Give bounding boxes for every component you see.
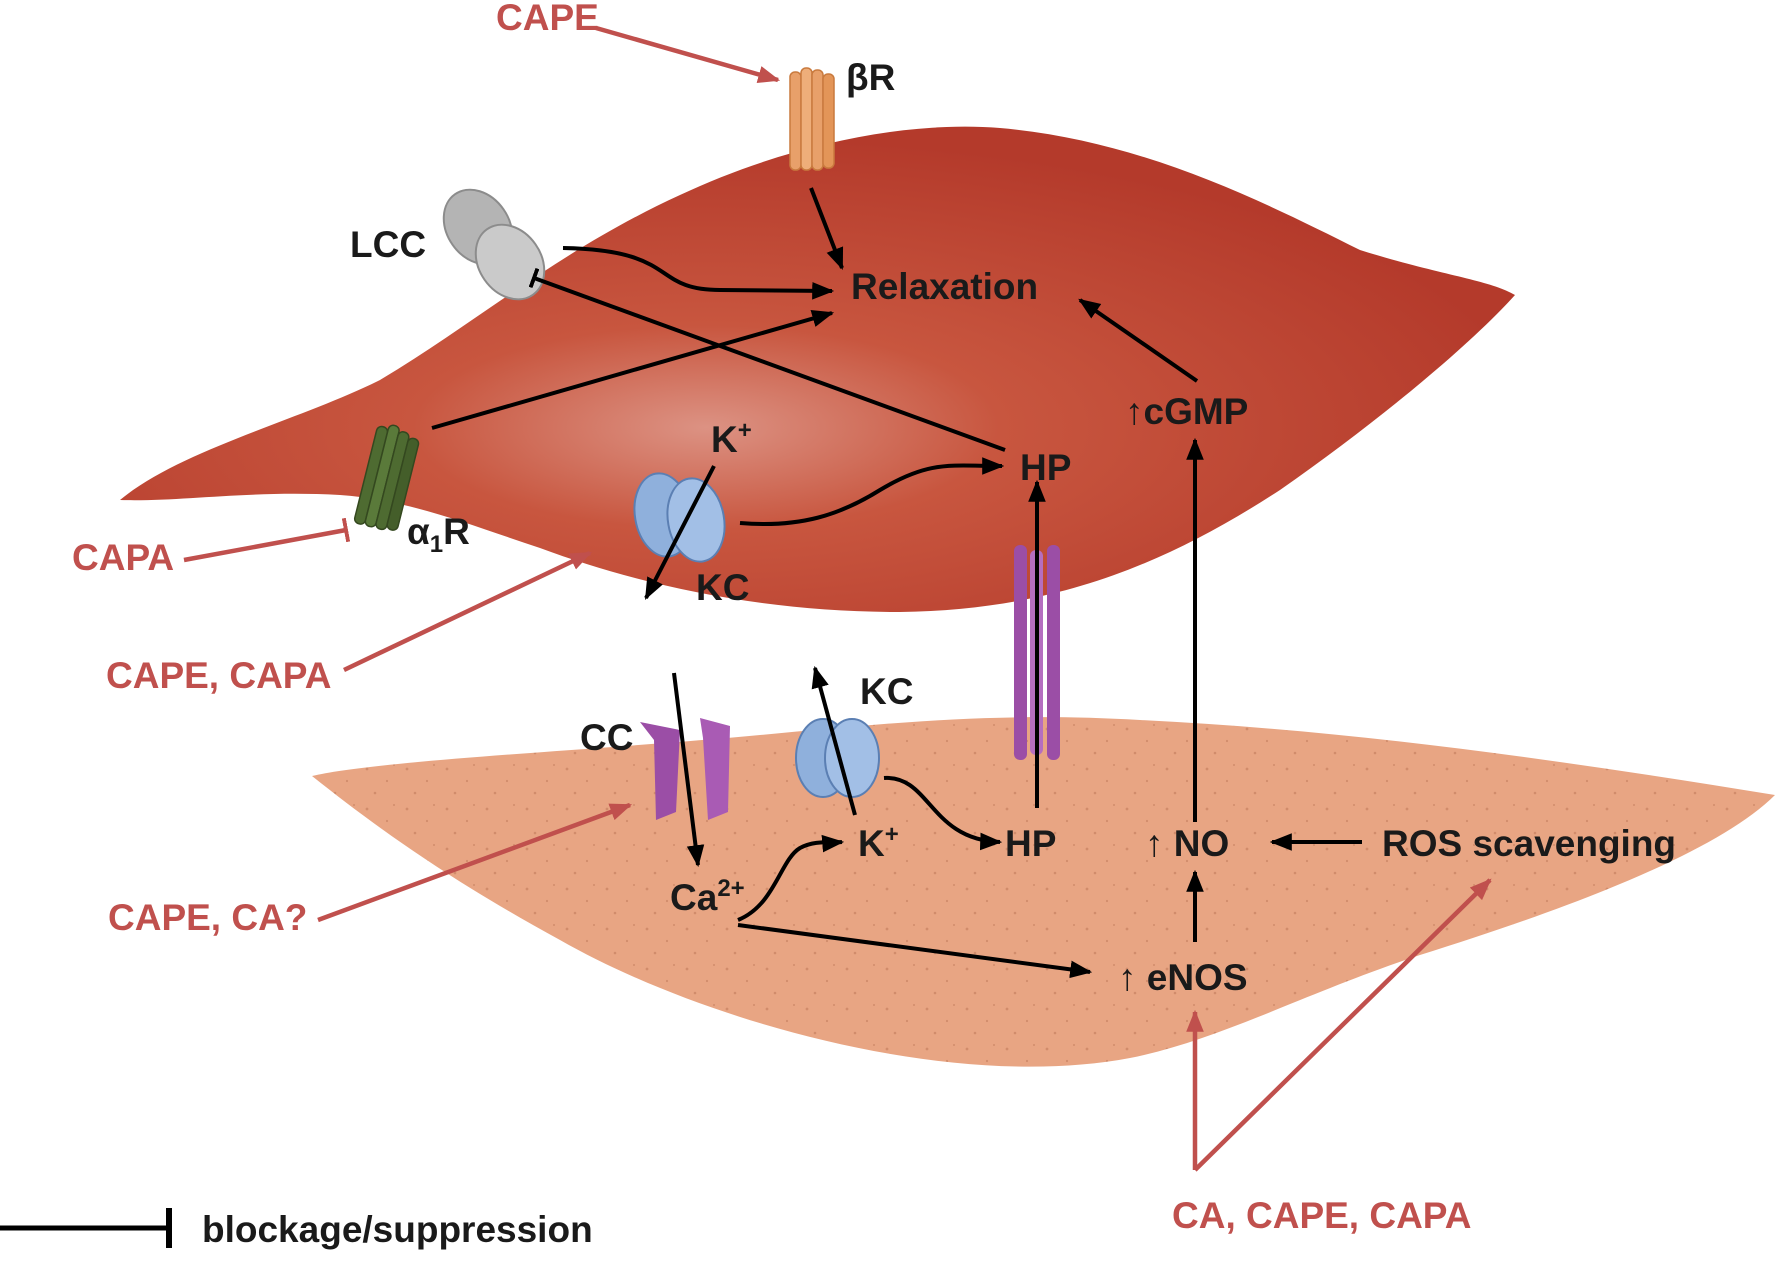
alpha1-receptor-icon [353,424,420,531]
drug-label-kc: CAPE, CAPA [106,655,331,696]
arrow-alpha1-to-relaxation [431,310,835,430]
beta-receptor-label: βR [846,57,895,98]
beta-receptor-icon [789,67,835,171]
l-type-calcium-channel-icon [442,188,546,301]
lcc-label: LCC [350,224,426,265]
arrow-lcc-to-relaxation [562,246,835,300]
drug-label-cc: CAPE, CA? [108,897,307,938]
arrow-cgmp-to-relaxation [1078,298,1199,383]
calcium-channel-icon [640,718,730,820]
drug-label-alpha1: CAPA [72,537,174,578]
arrow-cape-ca-to-cc [317,802,633,923]
enos-label: ↑ eNOS [1118,957,1248,998]
arrow-k-efflux-ec [811,665,857,816]
pathway-arrows [431,187,1362,979]
hp-ec-label: HP [1005,823,1056,864]
k-plus-smc-label: K+ [711,417,752,460]
drug-label-enos-ros: CA, CAPE, CAPA [1172,1195,1471,1236]
drug-labels: CAPE CAPA CAPE, CAPA CAPE, CA? CA, CAPE,… [72,0,1471,1236]
cc-label: CC [580,717,633,758]
legend: blockage/suppression [0,1208,593,1250]
hp-smc-label: HP [1020,447,1071,488]
kc-smc-label: KC [696,567,749,608]
arrow-kc-to-hp-ec [883,775,1003,851]
calcium-label: Ca2+ [670,875,745,918]
legend-blockage-label: blockage/suppression [202,1209,593,1250]
endothelial-cell [312,717,1775,1067]
potassium-channel-icon [795,718,880,798]
ros-scavenging-label: ROS scavenging [1382,823,1676,864]
cgmp-label: ↑cGMP [1125,391,1248,432]
alpha1-receptor-label: α1R [407,511,470,558]
blockage-capa-to-alpha1 [183,517,351,563]
drug-label-beta: CAPE [496,0,599,38]
pathway-labels: βR LCC Relaxation ↑cGMP K+ HP α1R KC CC … [350,57,1676,998]
arrow-ca-influx [672,672,705,868]
arrow-ca-to-enos [737,923,1093,979]
arrow-drugs-to-ros [1193,878,1492,1172]
arrow-kc-to-hp [739,457,1005,527]
relaxation-label: Relaxation [851,266,1038,307]
kc-ec-label: KC [860,671,913,712]
k-plus-ec-label: K+ [858,821,899,864]
blockage-hp-to-lcc [528,267,1006,452]
no-label: ↑ NO [1145,823,1229,864]
smooth-muscle-cell [120,126,1515,613]
drug-arrows [183,25,1492,1172]
arrow-k-efflux-smc [644,465,716,600]
arrow-ca-to-k [737,834,845,922]
arrow-cape-capa-to-kc [343,550,592,673]
arrow-beta-to-relaxation [809,187,844,271]
arrow-cape-to-beta [595,25,781,84]
